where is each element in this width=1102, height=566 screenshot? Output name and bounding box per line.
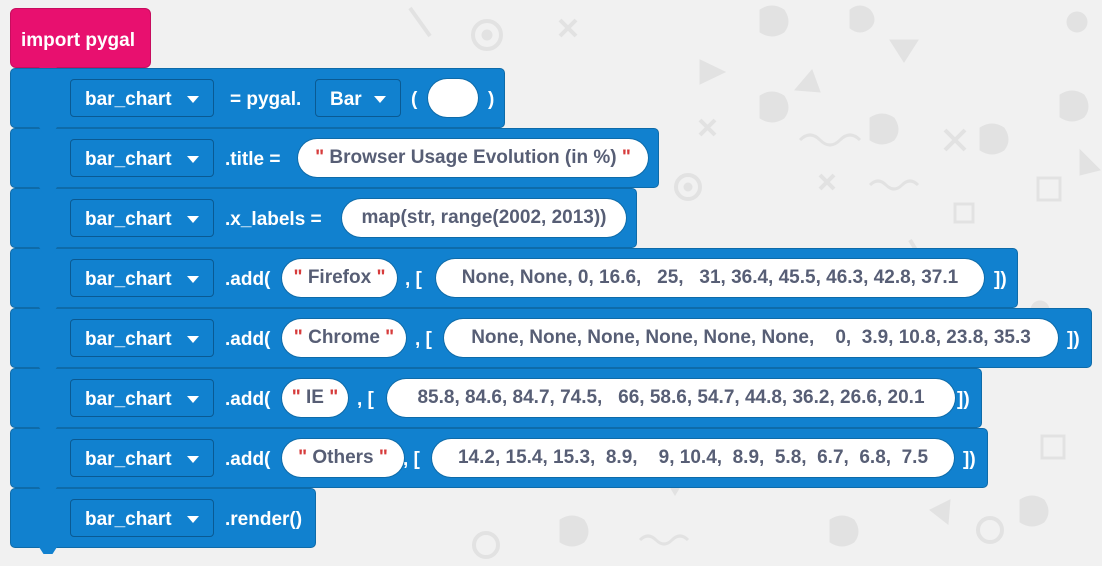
series-name-input[interactable]: " Firefox " — [282, 259, 397, 297]
quote-close: " — [378, 447, 388, 468]
open-paren: ( — [411, 89, 418, 110]
variable-dropdown[interactable]: bar_chart — [70, 499, 214, 537]
close-paren: ) — [488, 89, 495, 110]
set-title-block[interactable]: bar_chart .title = " Browser Usage Evolu… — [10, 128, 659, 194]
variable-dropdown[interactable]: bar_chart — [70, 259, 214, 297]
series-name-input[interactable]: " Others " — [282, 439, 404, 477]
block-connector-notch — [39, 247, 57, 254]
quote-close: " — [621, 147, 631, 168]
title-assign-label: .title = — [225, 149, 281, 170]
add-series-ie-block[interactable]: bar_chart .add( " IE " , [ 85.8, 84.6, 8… — [10, 368, 982, 434]
add-call-label: .add( — [225, 389, 271, 410]
chevron-down-icon — [374, 96, 386, 103]
list-close-label: ]) — [957, 389, 970, 410]
series-name-value: Firefox — [307, 267, 372, 288]
list-open-label: , [ — [357, 389, 374, 410]
chevron-down-icon — [187, 396, 199, 403]
variable-dropdown[interactable]: bar_chart — [70, 139, 214, 177]
render-block[interactable]: bar_chart .render() — [10, 488, 316, 554]
constructor-argument-input[interactable] — [428, 79, 478, 117]
block-connector-notch — [39, 547, 57, 554]
quote-close: " — [385, 327, 395, 348]
quote-open: " — [291, 387, 301, 408]
add-call-label: .add( — [225, 269, 271, 290]
variable-dropdown[interactable]: bar_chart — [70, 379, 214, 417]
block-connector-notch — [39, 307, 57, 314]
variable-dropdown[interactable]: bar_chart — [70, 199, 214, 237]
quote-close: " — [376, 267, 386, 288]
title-string-input[interactable]: " Browser Usage Evolution (in %) " — [298, 139, 648, 177]
list-open-label: , [ — [415, 329, 432, 350]
series-name-input[interactable]: " Chrome " — [282, 319, 406, 357]
chevron-down-icon — [187, 336, 199, 343]
add-series-firefox-block[interactable]: bar_chart .add( " Firefox " , [ None, No… — [10, 248, 1018, 314]
list-close-label: ]) — [963, 449, 976, 470]
x-labels-expression-value: map(str, range(2002, 2013)) — [361, 207, 607, 228]
x-labels-assign-label: .x_labels = — [225, 209, 322, 230]
chevron-down-icon — [187, 456, 199, 463]
assign-pygal-label: = pygal. — [230, 89, 302, 110]
chart-class-dropdown[interactable]: Bar — [315, 79, 401, 117]
chevron-down-icon — [187, 216, 199, 223]
series-values-text: None, None, 0, 16.6, 25, 31, 36.4, 45.5,… — [461, 267, 959, 288]
variable-name: bar_chart — [85, 89, 172, 110]
chevron-down-icon — [187, 516, 199, 523]
block-connector-notch — [39, 367, 57, 374]
series-values-text: 85.8, 84.6, 84.7, 74.5, 66, 58.6, 54.7, … — [417, 387, 925, 408]
variable-dropdown[interactable]: bar_chart — [70, 79, 214, 117]
variable-dropdown[interactable]: bar_chart — [70, 439, 214, 477]
chart-class-value: Bar — [330, 89, 362, 110]
list-open-label: , [ — [405, 269, 422, 290]
add-series-chrome-block[interactable]: bar_chart .add( " Chrome " , [ None, Non… — [10, 308, 1092, 374]
chevron-down-icon — [187, 96, 199, 103]
quote-close: " — [329, 387, 339, 408]
variable-name: bar_chart — [85, 209, 172, 230]
render-call-label: .render() — [225, 509, 303, 530]
chevron-down-icon — [187, 276, 199, 283]
block-connector-notch — [39, 427, 57, 434]
series-values-input[interactable]: 85.8, 84.6, 84.7, 74.5, 66, 58.6, 54.7, … — [387, 379, 955, 417]
variable-name: bar_chart — [85, 509, 172, 530]
series-name-value: Chrome — [308, 327, 380, 348]
series-name-value: IE — [306, 387, 324, 408]
quote-open: " — [298, 447, 308, 468]
set-x-labels-block[interactable]: bar_chart .x_labels = map(str, range(200… — [10, 188, 637, 254]
variable-name: bar_chart — [85, 329, 172, 350]
list-close-label: ]) — [994, 269, 1007, 290]
block-connector-notch — [39, 187, 57, 194]
chevron-down-icon — [187, 156, 199, 163]
block-connector-notch — [39, 127, 57, 134]
import-pygal-block[interactable]: import pygal — [10, 8, 151, 74]
add-call-label: .add( — [225, 449, 271, 470]
quote-open: " — [293, 267, 303, 288]
block-connector-notch — [39, 487, 57, 494]
series-name-input[interactable]: " IE " — [282, 379, 348, 417]
variable-name: bar_chart — [85, 449, 172, 470]
variable-name: bar_chart — [85, 269, 172, 290]
series-values-input[interactable]: None, None, None, None, None, None, 0, 3… — [444, 319, 1058, 357]
variable-name: bar_chart — [85, 389, 172, 410]
import-label: import pygal — [21, 30, 136, 51]
series-values-input[interactable]: 14.2, 15.4, 15.3, 8.9, 9, 10.4, 8.9, 5.8… — [432, 439, 954, 477]
series-values-text: 14.2, 15.4, 15.3, 8.9, 9, 10.4, 8.9, 5.8… — [457, 447, 929, 468]
variable-dropdown[interactable]: bar_chart — [70, 319, 214, 357]
assign-bar-chart-block[interactable]: bar_chart = pygal. Bar ( ) — [10, 68, 505, 134]
quote-open: " — [315, 147, 325, 168]
quote-open: " — [293, 327, 303, 348]
title-string-value: Browser Usage Evolution (in %) — [329, 147, 617, 168]
add-series-others-block[interactable]: bar_chart .add( " Others " , [ 14.2, 15.… — [10, 428, 988, 494]
list-close-label: ]) — [1067, 329, 1080, 350]
list-open-label: , [ — [403, 449, 420, 470]
series-name-value: Others — [312, 447, 374, 468]
series-values-input[interactable]: None, None, 0, 16.6, 25, 31, 36.4, 45.5,… — [436, 259, 984, 297]
add-call-label: .add( — [225, 329, 271, 350]
x-labels-expression-input[interactable]: map(str, range(2002, 2013)) — [342, 199, 626, 237]
variable-name: bar_chart — [85, 149, 172, 170]
series-values-text: None, None, None, None, None, None, 0, 3… — [471, 327, 1031, 348]
